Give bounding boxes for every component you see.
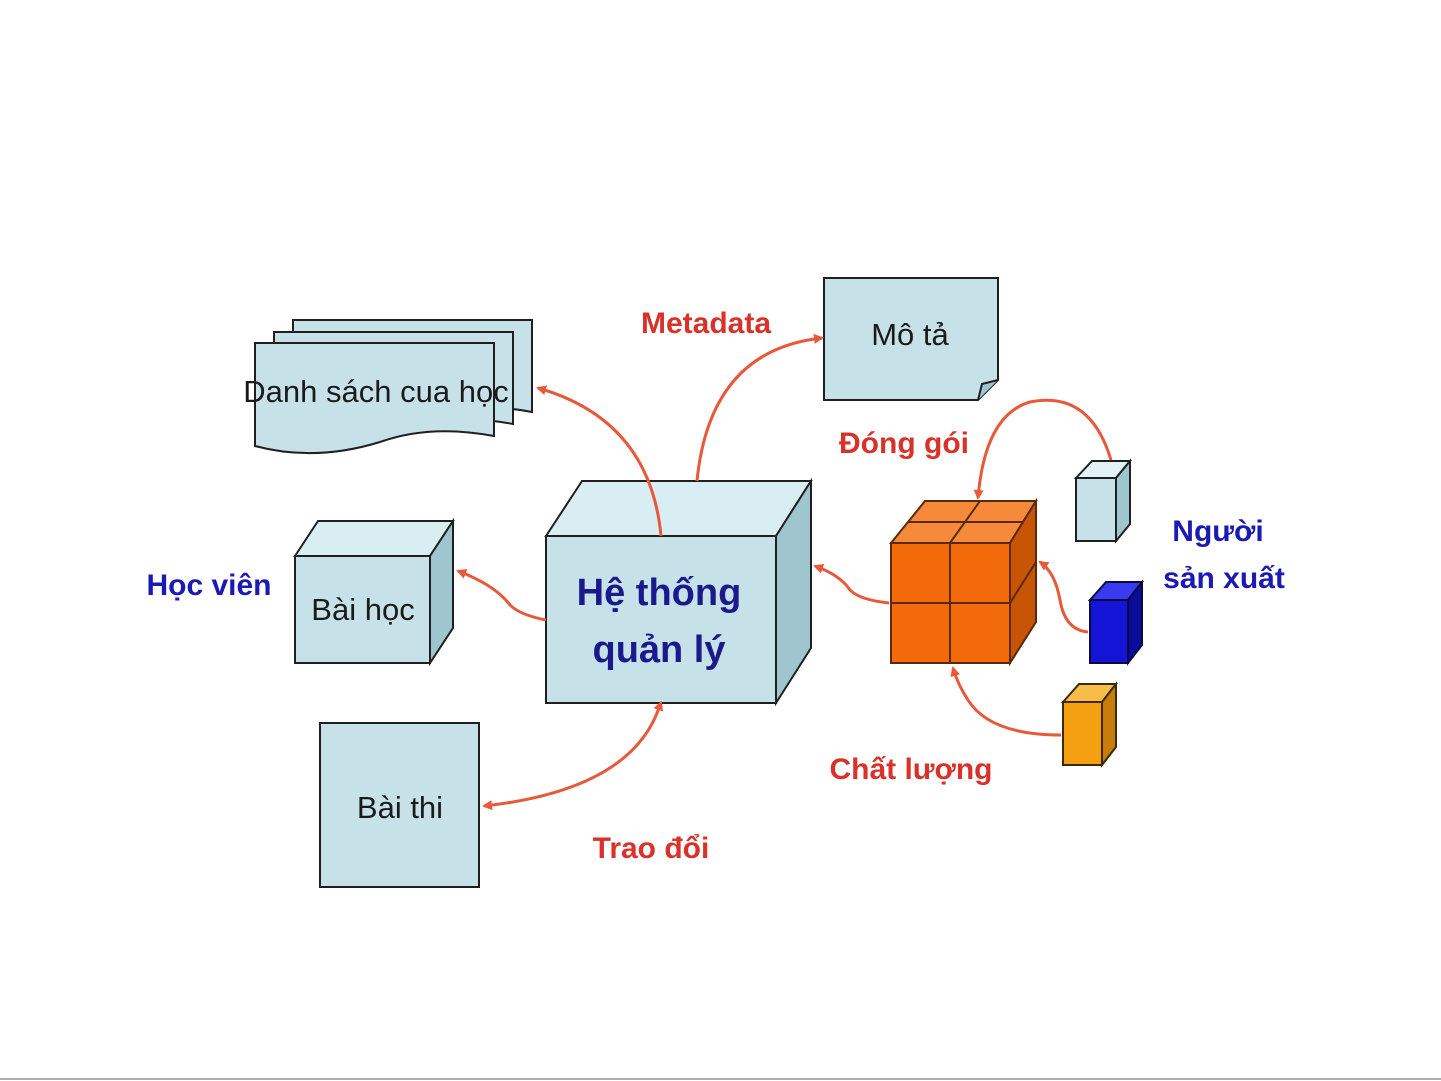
danh-sach-cua-hoc-node: Danh sách cua học [243,320,532,453]
bai-hoc-label: Bài học [311,592,414,627]
light-cube-front [1076,478,1116,541]
label-chat-luong: Chất lượng [829,753,992,786]
he-thong-front [546,536,776,703]
he-thong-quan-ly-node: Hệ thống quản lý [546,481,811,703]
label-nguoi-san-xuat-line1: Người [1172,515,1263,548]
small-blue-cube [1090,582,1142,663]
he-thong-label-line1: Hệ thống [577,572,742,614]
blue-cube-front [1090,600,1128,663]
label-trao-doi: Trao đổi [593,832,710,865]
arrow-to-bai-hoc [458,571,546,620]
slide-bottom-border [0,1078,1441,1080]
bai-hoc-top [295,521,453,556]
danh-sach-label: Danh sách cua học [243,374,508,409]
label-nguoi-san-xuat-line2: sản xuất [1163,562,1285,595]
orange-package-cube [891,501,1036,663]
arrow-to-mo-ta [697,338,822,481]
mo-ta-node: Mô tả [824,278,998,400]
arrow-trao-doi [484,708,659,806]
label-hoc-vien: Học viên [146,569,271,602]
arrow-blue-to-package [1040,562,1088,632]
he-thong-top [546,481,811,536]
arrow-package-to-system [815,566,889,603]
bai-hoc-node: Bài học [295,521,453,663]
small-light-cube [1076,461,1130,541]
bai-thi-node: Bài thi [320,723,479,887]
arrow-chat-luong [953,668,1061,735]
small-yellow-cube [1063,684,1116,765]
bai-thi-label: Bài thi [357,790,443,825]
he-thong-label-line2: quản lý [592,629,725,671]
mo-ta-label: Mô tả [871,317,949,352]
label-dong-goi: Đóng gói [839,427,969,460]
label-metadata: Metadata [641,307,771,340]
yellow-cube-front [1063,702,1102,765]
